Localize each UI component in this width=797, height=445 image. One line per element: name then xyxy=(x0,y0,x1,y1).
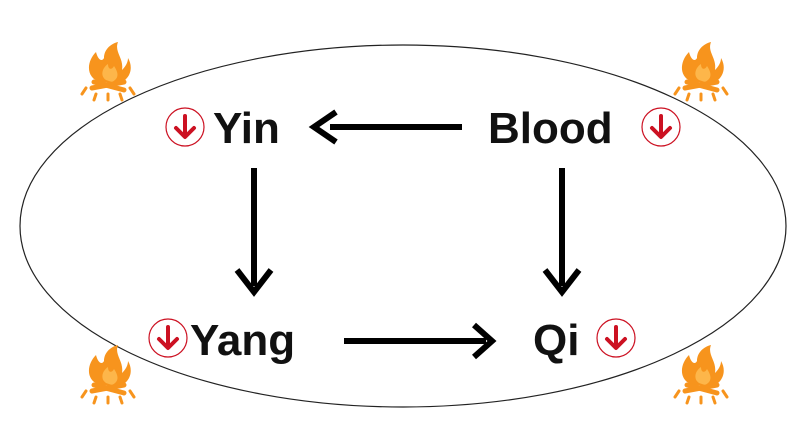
down-arrow-icon xyxy=(595,317,637,359)
node-qi: Qi xyxy=(533,316,637,365)
campfire-icon xyxy=(82,345,134,403)
boundary-ellipse xyxy=(19,44,787,408)
campfire-icon xyxy=(82,42,134,100)
node-label-qi: Qi xyxy=(533,316,579,365)
node-label-yin: Yin xyxy=(213,104,280,153)
node-yin: Yin xyxy=(164,104,280,153)
node-label-blood: Blood xyxy=(488,104,613,153)
edge-yin-to-yang xyxy=(234,168,274,297)
campfire-icon xyxy=(675,345,727,403)
node-blood: Blood xyxy=(488,104,682,153)
campfire-icon xyxy=(675,42,727,100)
down-arrow-icon xyxy=(147,317,189,359)
edge-blood-to-yin xyxy=(308,109,462,145)
down-arrow-icon xyxy=(640,106,682,148)
node-label-yang: Yang xyxy=(190,316,295,365)
edge-yang-to-qi xyxy=(344,322,497,360)
edge-blood-to-qi xyxy=(542,168,582,297)
down-arrow-icon xyxy=(164,106,206,148)
node-yang: Yang xyxy=(147,316,295,365)
